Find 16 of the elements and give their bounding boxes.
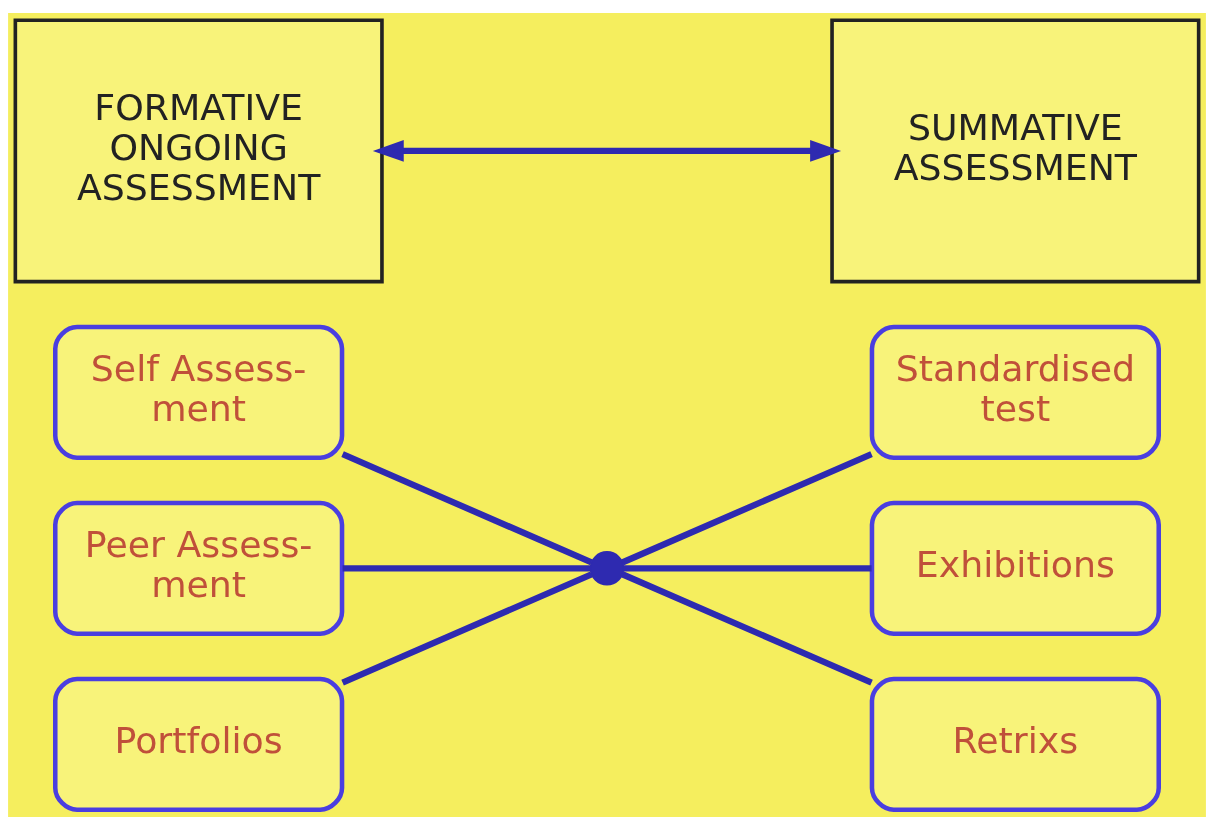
connector [342, 564, 591, 572]
node-box: Peer Assess- ment [53, 500, 345, 636]
arrow [372, 139, 842, 162]
connector [623, 564, 872, 572]
connector [341, 570, 593, 685]
node-box: Portfolios [53, 676, 345, 812]
connector [341, 450, 593, 565]
node-box: Exhibitions [869, 500, 1161, 636]
node-dot [589, 550, 625, 586]
node-box: Retrixs [869, 676, 1161, 812]
node-box: Self Assess- ment [53, 324, 345, 460]
node-box: Standardised test [869, 324, 1161, 460]
node-box: FORMATIVE ONGOING ASSESSMENT [13, 17, 384, 283]
node-box: SUMMATIVE ASSESSMENT [830, 17, 1201, 283]
connector [621, 570, 873, 686]
connector [621, 450, 873, 565]
